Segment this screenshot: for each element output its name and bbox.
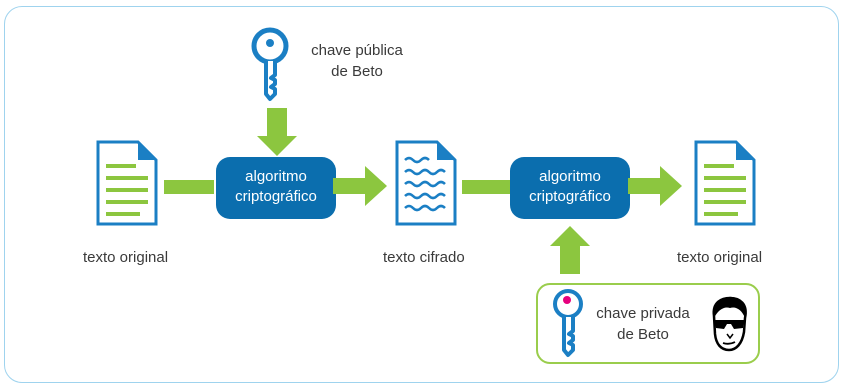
decrypt-algorithm-box: algoritmo criptográfico bbox=[510, 157, 630, 219]
public-key-icon bbox=[251, 27, 289, 101]
sunglasses-person-icon bbox=[712, 296, 747, 352]
decrypt-algorithm-line2: criptográfico bbox=[529, 188, 611, 205]
public-key-label-line1: chave pública bbox=[311, 42, 403, 59]
private-key-label: chave privada de Beto bbox=[588, 303, 698, 345]
arrow-public-key-to-algorithm bbox=[257, 108, 297, 156]
arrow-encrypt-to-cipher bbox=[333, 166, 387, 206]
label-texto-cifrado: texto cifrado bbox=[383, 249, 465, 266]
arrow-document-to-encrypt bbox=[164, 180, 214, 194]
document-original-right-icon bbox=[694, 140, 756, 226]
document-cipher-icon bbox=[395, 140, 457, 226]
label-texto-original-left: texto original bbox=[83, 249, 169, 266]
encrypt-algorithm-line1: algoritmo bbox=[245, 168, 307, 185]
public-key-label-line2: de Beto bbox=[331, 63, 383, 80]
encrypt-algorithm-box: algoritmo criptográfico bbox=[216, 157, 336, 219]
arrow-decrypt-to-document bbox=[628, 166, 682, 206]
document-original-left-icon bbox=[96, 140, 158, 226]
decrypt-algorithm-line1: algoritmo bbox=[539, 168, 601, 185]
label-texto-original-right: texto original bbox=[677, 249, 763, 266]
private-key-icon bbox=[553, 289, 583, 357]
arrow-private-key-to-algorithm bbox=[550, 226, 590, 274]
private-key-label-line2: de Beto bbox=[617, 326, 669, 343]
encrypt-algorithm-line2: criptográfico bbox=[235, 188, 317, 205]
private-key-label-line1: chave privada bbox=[596, 305, 690, 322]
arrow-cipher-to-decrypt bbox=[462, 180, 514, 194]
public-key-label: chave pública de Beto bbox=[292, 40, 422, 82]
